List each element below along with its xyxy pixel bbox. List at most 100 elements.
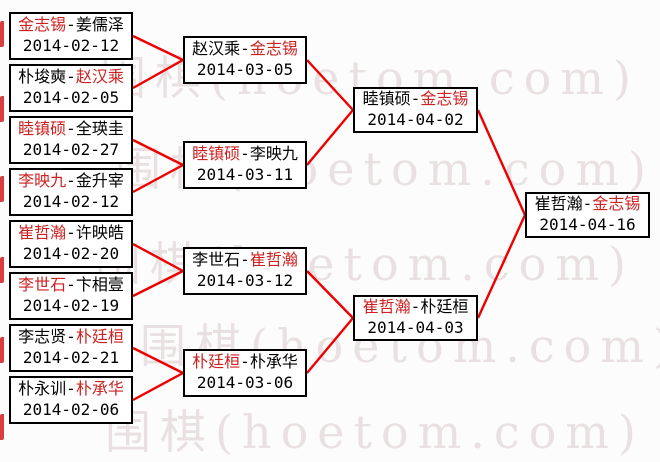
name-separator: - bbox=[66, 275, 76, 295]
connector-line bbox=[132, 138, 184, 167]
match-players: 睦镇硕-金志锡 bbox=[363, 89, 469, 110]
match-date: 2014-03-05 bbox=[196, 60, 294, 79]
name-separator: - bbox=[66, 15, 76, 35]
match-date: 2014-04-16 bbox=[539, 215, 636, 234]
match-date: 2014-02-05 bbox=[22, 88, 120, 107]
name-separator: - bbox=[66, 223, 76, 243]
name-separator: - bbox=[240, 250, 250, 270]
name-separator: - bbox=[410, 89, 421, 109]
connector-line bbox=[306, 317, 354, 374]
watermark-edge-fragment bbox=[0, 257, 4, 283]
player1-name: 崔哲瀚 bbox=[18, 223, 67, 243]
match-players: 李世石-卞相壹 bbox=[18, 275, 124, 296]
name-separator: - bbox=[66, 327, 76, 347]
match-box-r16-4: 李映九-金升宰 2014-02-12 bbox=[9, 168, 133, 216]
name-separator: - bbox=[66, 171, 76, 191]
connector-line bbox=[306, 59, 354, 111]
player2-name: 赵汉乘 bbox=[75, 67, 124, 87]
player2-name: 卞相壹 bbox=[75, 275, 124, 295]
player1-name: 朴廷桓 bbox=[192, 352, 241, 372]
player1-name: 赵汉乘 bbox=[192, 39, 241, 59]
match-box-final: 崔哲瀚-金志锡 2014-04-16 bbox=[525, 192, 650, 238]
connector-line bbox=[306, 109, 354, 166]
player1-name: 睦镇硕 bbox=[192, 144, 241, 164]
connector-line bbox=[132, 34, 184, 62]
watermark-edge-fragment bbox=[0, 176, 4, 202]
player2-name: 朴承华 bbox=[249, 352, 298, 372]
name-separator: - bbox=[240, 144, 250, 164]
match-date: 2014-03-06 bbox=[196, 373, 294, 392]
player1-name: 李映九 bbox=[18, 171, 67, 191]
match-box-qf-3: 李世石-崔哲瀚 2014-03-12 bbox=[183, 247, 307, 295]
match-date: 2014-02-19 bbox=[22, 296, 120, 315]
name-separator: - bbox=[240, 39, 250, 59]
player1-name: 李世石 bbox=[192, 250, 241, 270]
match-players: 朴永训-朴承华 bbox=[18, 379, 124, 400]
match-players: 睦镇硕-李映九 bbox=[192, 144, 298, 165]
match-players: 朴埈奭-赵汉乘 bbox=[18, 67, 124, 88]
match-players: 金志锡-姜儒泽 bbox=[18, 15, 124, 36]
match-players: 李世石-崔哲瀚 bbox=[192, 250, 298, 271]
player1-name: 金志锡 bbox=[18, 15, 67, 35]
match-players: 崔哲瀚-朴廷桓 bbox=[363, 297, 469, 318]
player1-name: 睦镇硕 bbox=[18, 119, 67, 139]
match-date: 2014-02-21 bbox=[22, 348, 120, 367]
player2-name: 李映九 bbox=[249, 144, 298, 164]
match-date: 2014-03-11 bbox=[196, 165, 294, 184]
player2-name: 金志锡 bbox=[420, 89, 469, 109]
match-box-r16-5: 崔哲瀚-许映皓 2014-02-20 bbox=[9, 220, 133, 268]
player2-name: 许映皓 bbox=[75, 223, 124, 243]
player1-name: 崔哲瀚 bbox=[534, 194, 583, 214]
match-players: 睦镇硕-全瑛圭 bbox=[18, 119, 124, 140]
player1-name: 朴埈奭 bbox=[18, 67, 67, 87]
match-players: 崔哲瀚-金志锡 bbox=[535, 194, 641, 215]
player2-name: 金志锡 bbox=[592, 194, 641, 214]
match-box-sf-2: 崔哲瀚-朴廷桓 2014-04-03 bbox=[353, 295, 478, 341]
player1-name: 李世石 bbox=[18, 275, 67, 295]
match-box-sf-1: 睦镇硕-金志锡 2014-04-02 bbox=[353, 87, 478, 133]
name-separator: - bbox=[66, 379, 76, 399]
connector-line bbox=[132, 269, 184, 298]
match-date: 2014-02-27 bbox=[22, 140, 120, 159]
match-box-r16-1: 金志锡-姜儒泽 2014-02-12 bbox=[9, 12, 133, 60]
connector-line bbox=[306, 270, 354, 319]
watermark-edge-fragment bbox=[0, 96, 4, 122]
match-date: 2014-02-20 bbox=[22, 244, 120, 263]
match-box-r16-3: 睦镇硕-全瑛圭 2014-02-27 bbox=[9, 116, 133, 164]
watermark-edge-fragment bbox=[0, 21, 4, 47]
match-date: 2014-03-12 bbox=[196, 271, 294, 290]
match-box-qf-1: 赵汉乘-金志锡 2014-03-05 bbox=[183, 36, 307, 84]
name-separator: - bbox=[240, 352, 250, 372]
match-players: 朴廷桓-朴承华 bbox=[192, 352, 298, 373]
bracket-connectors bbox=[132, 34, 527, 402]
player1-name: 朴永训 bbox=[18, 379, 67, 399]
player2-name: 全瑛圭 bbox=[75, 119, 124, 139]
connector-line bbox=[132, 163, 184, 194]
connector-line bbox=[476, 214, 527, 319]
match-box-r16-8: 朴永训-朴承华 2014-02-06 bbox=[9, 376, 133, 424]
match-date: 2014-04-02 bbox=[367, 110, 464, 129]
match-box-r16-7: 李志贤-朴廷桓 2014-02-21 bbox=[9, 324, 133, 372]
match-date: 2014-04-03 bbox=[367, 318, 464, 337]
player1-name: 睦镇硕 bbox=[362, 89, 411, 109]
name-separator: - bbox=[410, 297, 421, 317]
match-date: 2014-02-12 bbox=[22, 192, 120, 211]
player2-name: 崔哲瀚 bbox=[249, 250, 298, 270]
connector-line bbox=[476, 109, 527, 216]
match-box-r16-6: 李世石-卞相壹 2014-02-19 bbox=[9, 272, 133, 320]
player2-name: 朴廷桓 bbox=[75, 327, 124, 347]
player2-name: 金志锡 bbox=[249, 39, 298, 59]
match-date: 2014-02-12 bbox=[22, 36, 120, 55]
name-separator: - bbox=[66, 119, 76, 139]
match-players: 赵汉乘-金志锡 bbox=[192, 39, 298, 60]
player2-name: 朴承华 bbox=[75, 379, 124, 399]
match-box-r16-2: 朴埈奭-赵汉乘 2014-02-05 bbox=[9, 64, 133, 112]
connector-line bbox=[132, 58, 184, 90]
connector-line bbox=[132, 346, 184, 375]
match-box-qf-2: 睦镇硕-李映九 2014-03-11 bbox=[183, 141, 307, 189]
match-players: 崔哲瀚-许映皓 bbox=[18, 223, 124, 244]
match-box-qf-4: 朴廷桓-朴承华 2014-03-06 bbox=[183, 349, 307, 397]
name-separator: - bbox=[582, 194, 593, 214]
watermark-edge-fragment bbox=[0, 414, 4, 440]
player2-name: 姜儒泽 bbox=[75, 15, 124, 35]
